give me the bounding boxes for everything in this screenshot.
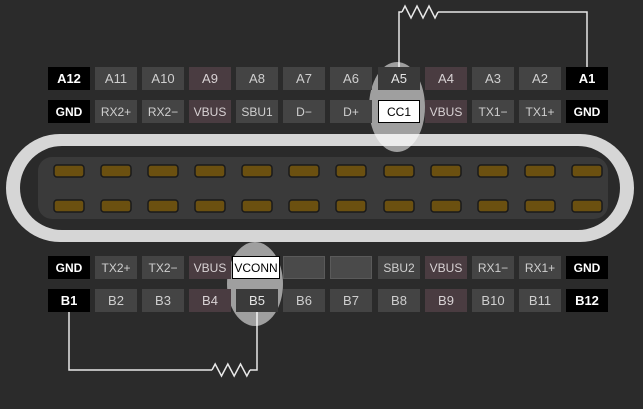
contact-bottom-10: [524, 199, 556, 213]
pin-bottom-numbers-9: B10: [472, 289, 514, 312]
pin-bottom-numbers-8: B9: [425, 289, 467, 312]
pin-top-signals-0: GND: [48, 100, 90, 123]
pin-bottom-signals-3: VBUS: [189, 256, 231, 279]
pin-top-signals-1: RX2+: [95, 100, 137, 123]
pin-top-numbers-1: A11: [95, 67, 137, 90]
pin-top-numbers-4: A8: [236, 67, 278, 90]
contact-bottom-8: [430, 199, 462, 213]
pin-bottom-signals-1: TX2+: [95, 256, 137, 279]
pin-top-signals-3: VBUS: [189, 100, 231, 123]
contact-bottom-11: [571, 199, 603, 213]
contact-top-7: [383, 164, 415, 178]
contact-bottom-6: [335, 199, 367, 213]
pin-top-numbers-7: A5: [378, 67, 420, 90]
pin-bottom-numbers-4: B5: [236, 289, 278, 312]
pin-bottom-signals-9: RX1−: [472, 256, 514, 279]
contact-top-8: [430, 164, 462, 178]
pin-bottom-numbers-0: B1: [48, 289, 90, 312]
pin-top-signals-6: D+: [330, 100, 372, 123]
pin-top-signals-8: VBUS: [425, 100, 467, 123]
pin-top-signals-5: D−: [283, 100, 325, 123]
bottom-wire-right: [250, 312, 258, 371]
contact-top-2: [147, 164, 179, 178]
pin-bottom-numbers-2: B3: [142, 289, 184, 312]
contact-top-4: [241, 164, 273, 178]
contact-top-0: [53, 164, 85, 178]
pin-bottom-numbers-5: B6: [283, 289, 325, 312]
contact-bottom-4: [241, 199, 273, 213]
pin-bottom-signals-7: SBU2: [378, 256, 420, 279]
pin-bottom-numbers-11: B12: [566, 289, 608, 312]
contact-top-10: [524, 164, 556, 178]
pin-top-signals-9: TX1−: [472, 100, 514, 123]
connector-tongue: [38, 157, 608, 219]
top-wire-left: [398, 11, 402, 67]
contact-bottom-7: [383, 199, 415, 213]
contact-bottom-9: [477, 199, 509, 213]
contact-top-1: [100, 164, 132, 178]
contact-bottom-3: [194, 199, 226, 213]
pin-bottom-signals-5: [283, 256, 325, 279]
pin-top-numbers-2: A10: [142, 67, 184, 90]
pin-top-numbers-8: A4: [425, 67, 467, 90]
pin-top-signals-4: SBU1: [236, 100, 278, 123]
pin-top-numbers-5: A7: [283, 67, 325, 90]
pin-top-numbers-0: A12: [48, 67, 90, 90]
top-wire-right: [438, 11, 588, 67]
pin-bottom-numbers-10: B11: [519, 289, 561, 312]
contact-bottom-5: [288, 199, 320, 213]
pin-bottom-signals-0: GND: [48, 256, 90, 279]
pin-top-signals-11: GND: [566, 100, 608, 123]
bottom-resistor: [211, 362, 251, 378]
contact-top-3: [194, 164, 226, 178]
pin-top-numbers-11: A1: [566, 67, 608, 90]
contact-top-5: [288, 164, 320, 178]
pin-bottom-signals-6: [330, 256, 372, 279]
pin-bottom-numbers-3: B4: [189, 289, 231, 312]
top-resistor: [401, 4, 439, 20]
pin-top-numbers-9: A3: [472, 67, 514, 90]
pin-bottom-signals-11: GND: [566, 256, 608, 279]
pin-bottom-signals-2: TX2−: [142, 256, 184, 279]
pin-top-numbers-10: A2: [519, 67, 561, 90]
pin-top-numbers-6: A6: [330, 67, 372, 90]
pin-bottom-signals-8: VBUS: [425, 256, 467, 279]
contact-bottom-1: [100, 199, 132, 213]
contact-top-11: [571, 164, 603, 178]
contact-bottom-2: [147, 199, 179, 213]
pin-bottom-numbers-6: B7: [330, 289, 372, 312]
pin-bottom-signals-10: RX1+: [519, 256, 561, 279]
pin-bottom-numbers-1: B2: [95, 289, 137, 312]
pin-top-numbers-3: A9: [189, 67, 231, 90]
contact-top-9: [477, 164, 509, 178]
contact-top-6: [335, 164, 367, 178]
pin-bottom-signals-4: VCONN: [232, 256, 280, 279]
bottom-wire-left: [68, 312, 212, 371]
pin-top-signals-7: CC1: [378, 100, 420, 123]
contact-bottom-0: [53, 199, 85, 213]
pin-top-signals-10: TX1+: [519, 100, 561, 123]
pin-bottom-numbers-7: B8: [378, 289, 420, 312]
pin-top-signals-2: RX2−: [142, 100, 184, 123]
vconn-highlight: [227, 242, 283, 326]
